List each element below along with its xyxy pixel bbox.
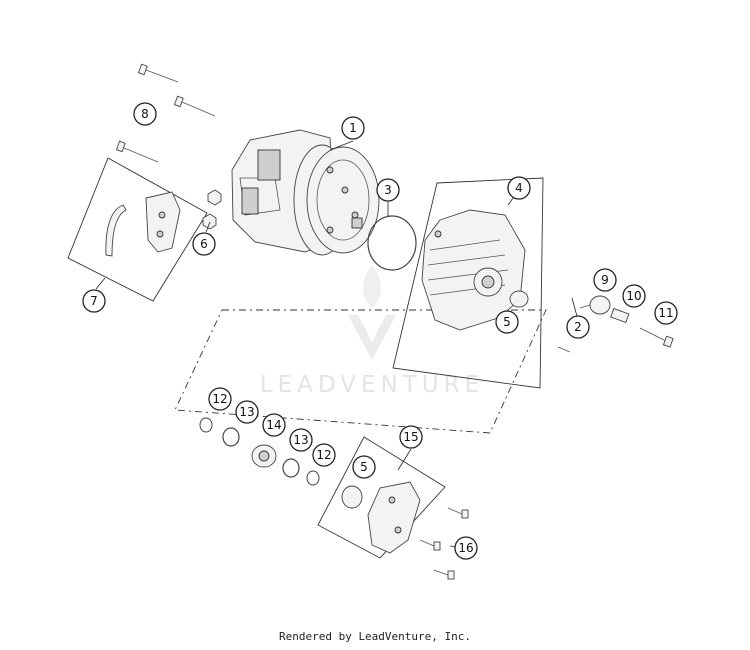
watermark-text: LEADVENTURE: [260, 372, 484, 398]
washer-12-left: [199, 417, 213, 433]
svg-text:5: 5: [503, 315, 511, 329]
callout-12-right[interactable]: 12: [312, 443, 336, 467]
watermark-logo-icon: [348, 315, 396, 360]
callout-2[interactable]: 2: [566, 315, 590, 339]
callout-4[interactable]: 4: [507, 176, 531, 200]
footer-credit: Rendered by LeadVenture, Inc.: [278, 630, 472, 643]
watermark-flame-icon: [363, 265, 381, 308]
bolt-11: [639, 327, 674, 348]
callout-7[interactable]: 7: [82, 289, 106, 313]
bolt-8-lower: [115, 140, 159, 163]
bearing-9: [579, 295, 611, 315]
bolt-8-top: [137, 63, 179, 83]
svg-text:12: 12: [212, 392, 227, 406]
svg-text:12: 12: [316, 448, 331, 462]
callout-15[interactable]: 15: [399, 425, 423, 449]
seal-5-lower: [341, 485, 363, 509]
svg-text:9: 9: [601, 273, 609, 287]
bolt-8-middle: [173, 95, 216, 117]
bushing-10: [610, 307, 630, 324]
svg-text:3: 3: [384, 183, 392, 197]
callout-9[interactable]: 9: [593, 268, 617, 292]
washer-13-right: [282, 458, 300, 478]
group-box-7: [67, 157, 208, 302]
callout-13-right[interactable]: 13: [289, 428, 313, 452]
svg-text:8: 8: [141, 107, 149, 121]
callout-10[interactable]: 10: [622, 284, 646, 308]
bracket-7: [145, 191, 181, 253]
washer-12-right: [306, 470, 320, 486]
housing-4: [421, 209, 526, 331]
bolts-16: [419, 507, 469, 580]
svg-text:5: 5: [360, 460, 368, 474]
gear-14: [251, 444, 277, 468]
callout-11[interactable]: 11: [654, 301, 678, 325]
callout-3[interactable]: 3: [376, 178, 400, 202]
svg-text:10: 10: [626, 289, 641, 303]
svg-text:13: 13: [293, 433, 308, 447]
pin-2: [557, 346, 571, 353]
seal-5-upper: [509, 290, 529, 308]
callout-5-lower[interactable]: 5: [352, 455, 376, 479]
callout-6[interactable]: 6: [192, 232, 216, 256]
o-ring-3: [367, 215, 417, 271]
group-box-15: [317, 436, 446, 559]
callout-8[interactable]: 8: [133, 102, 157, 126]
clip-7: [105, 204, 127, 257]
group-box-4: [392, 177, 544, 389]
svg-text:7: 7: [90, 294, 98, 308]
svg-text:16: 16: [458, 541, 473, 555]
washer-13-left: [222, 427, 240, 447]
callout-5-upper[interactable]: 5: [495, 310, 519, 334]
callout-13-left[interactable]: 13: [235, 400, 259, 424]
callout-1[interactable]: 1: [341, 116, 365, 140]
svg-text:6: 6: [200, 237, 208, 251]
svg-text:14: 14: [266, 418, 281, 432]
svg-text:4: 4: [515, 181, 523, 195]
watermark: LEADVENTURE: [260, 265, 484, 398]
svg-text:1: 1: [349, 121, 357, 135]
svg-text:11: 11: [658, 306, 673, 320]
svg-text:15: 15: [403, 430, 418, 444]
cover-15: [367, 481, 421, 554]
nut-6: [202, 189, 222, 230]
svg-text:13: 13: [239, 405, 254, 419]
callout-12-left[interactable]: 12: [208, 387, 232, 411]
svg-text:2: 2: [574, 320, 582, 334]
callout-14[interactable]: 14: [262, 413, 286, 437]
motor-assembly-1: [231, 129, 380, 256]
callout-16[interactable]: 16: [454, 536, 478, 560]
